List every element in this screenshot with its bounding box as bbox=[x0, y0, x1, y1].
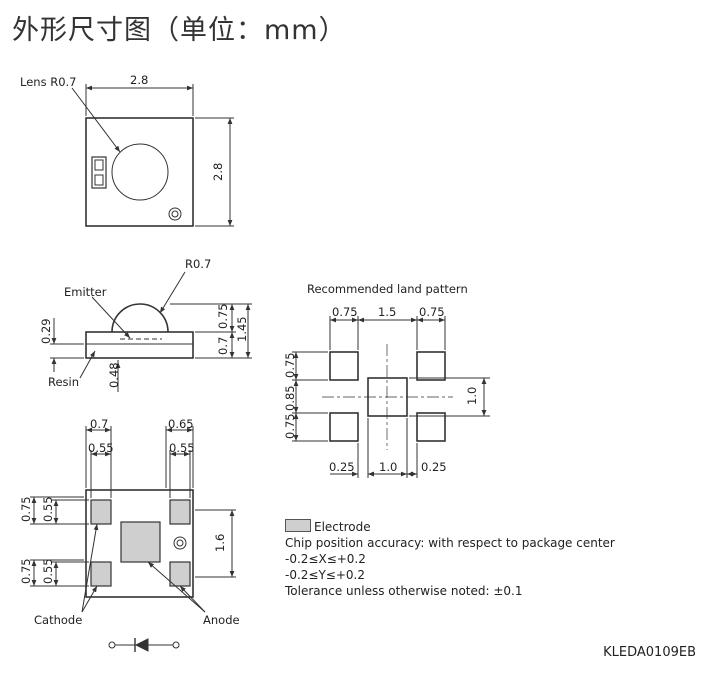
side-view-body bbox=[85, 331, 194, 359]
land-top-dim-2: 1.5 bbox=[378, 305, 396, 319]
land-pattern-title: Recommended land pattern bbox=[307, 282, 468, 296]
electrode-swatch bbox=[285, 519, 311, 532]
top-width-dim: 2.8 bbox=[130, 73, 148, 87]
drawing-code: KLEDA0109EB bbox=[603, 645, 696, 660]
diode-symbol bbox=[108, 638, 180, 652]
side-dim-048: 0.48 bbox=[107, 362, 121, 388]
land-pad-bottom-left bbox=[329, 412, 359, 442]
land-right-dim: 1.0 bbox=[465, 387, 479, 405]
electrode-legend-label: Electrode bbox=[314, 520, 371, 534]
land-bottom-dim-1: 0.25 bbox=[329, 460, 355, 474]
side-view bbox=[50, 271, 252, 392]
land-bottom-dim-2: 1.0 bbox=[379, 460, 397, 474]
top-view bbox=[71, 84, 234, 227]
electrode-bottom-right bbox=[169, 561, 191, 587]
bottom-dim-065: 0.65 bbox=[168, 417, 194, 431]
y-tolerance-note: -0.2≤Y≤+0.2 bbox=[285, 568, 365, 582]
land-pattern bbox=[292, 316, 490, 478]
anode-label: Anode bbox=[203, 613, 240, 627]
electrode-legend: Electrode bbox=[285, 519, 371, 534]
bottom-dim-075-a: 0.75 bbox=[19, 496, 33, 522]
emitter-label: Emitter bbox=[64, 285, 107, 299]
side-dim-029: 0.29 bbox=[39, 318, 53, 344]
top-height-dim: 2.8 bbox=[211, 163, 225, 181]
land-pad-top-right bbox=[416, 351, 446, 381]
side-dim-075: 0.75 bbox=[216, 303, 230, 329]
page-title: 外形尺寸图（单位：mm） bbox=[12, 15, 347, 46]
polarity-mark-bottom bbox=[173, 536, 187, 550]
tolerance-note: Tolerance unless otherwise noted: ±0.1 bbox=[285, 584, 523, 598]
electrode-top-left bbox=[90, 499, 112, 525]
electrode-bottom-left bbox=[90, 561, 112, 587]
bottom-dim-055-a: 0.55 bbox=[41, 496, 55, 522]
bottom-dim-16: 1.6 bbox=[213, 534, 227, 552]
side-dim-145: 1.45 bbox=[235, 316, 249, 342]
lens-label: Lens R0.7 bbox=[20, 75, 77, 89]
land-top-dim-3: 0.75 bbox=[419, 305, 445, 319]
bottom-view bbox=[30, 426, 236, 652]
bottom-dim-055-left: 0.55 bbox=[88, 441, 114, 455]
cathode-label: Cathode bbox=[34, 613, 82, 627]
chip-position-note: Chip position accuracy: with respect to … bbox=[285, 536, 615, 550]
polarity-mark bbox=[168, 207, 182, 221]
side-dim-07: 0.7 bbox=[216, 337, 230, 355]
electrode-center bbox=[120, 521, 161, 563]
bottom-dim-055-b: 0.55 bbox=[41, 558, 55, 584]
land-pad-bottom-right bbox=[416, 412, 446, 442]
bottom-dim-055-right: 0.55 bbox=[169, 441, 195, 455]
bottom-view-package bbox=[85, 489, 194, 598]
radius-label: R0.7 bbox=[185, 257, 211, 271]
bottom-dim-075-b: 0.75 bbox=[19, 558, 33, 584]
land-left-dim-1: 0.75 bbox=[283, 352, 297, 378]
top-view-lens bbox=[111, 143, 169, 201]
land-left-dim-2: 0.85 bbox=[283, 385, 297, 411]
land-left-dim-3: 0.75 bbox=[283, 413, 297, 439]
land-bottom-dim-3: 0.25 bbox=[421, 460, 447, 474]
top-view-package bbox=[85, 117, 194, 227]
land-pad-top-left bbox=[329, 351, 359, 381]
land-top-dim-1: 0.75 bbox=[332, 305, 358, 319]
x-tolerance-note: -0.2≤X≤+0.2 bbox=[285, 552, 366, 566]
resin-label: Resin bbox=[48, 375, 79, 389]
electrode-top-right bbox=[169, 499, 191, 525]
bottom-dim-07: 0.7 bbox=[90, 417, 108, 431]
